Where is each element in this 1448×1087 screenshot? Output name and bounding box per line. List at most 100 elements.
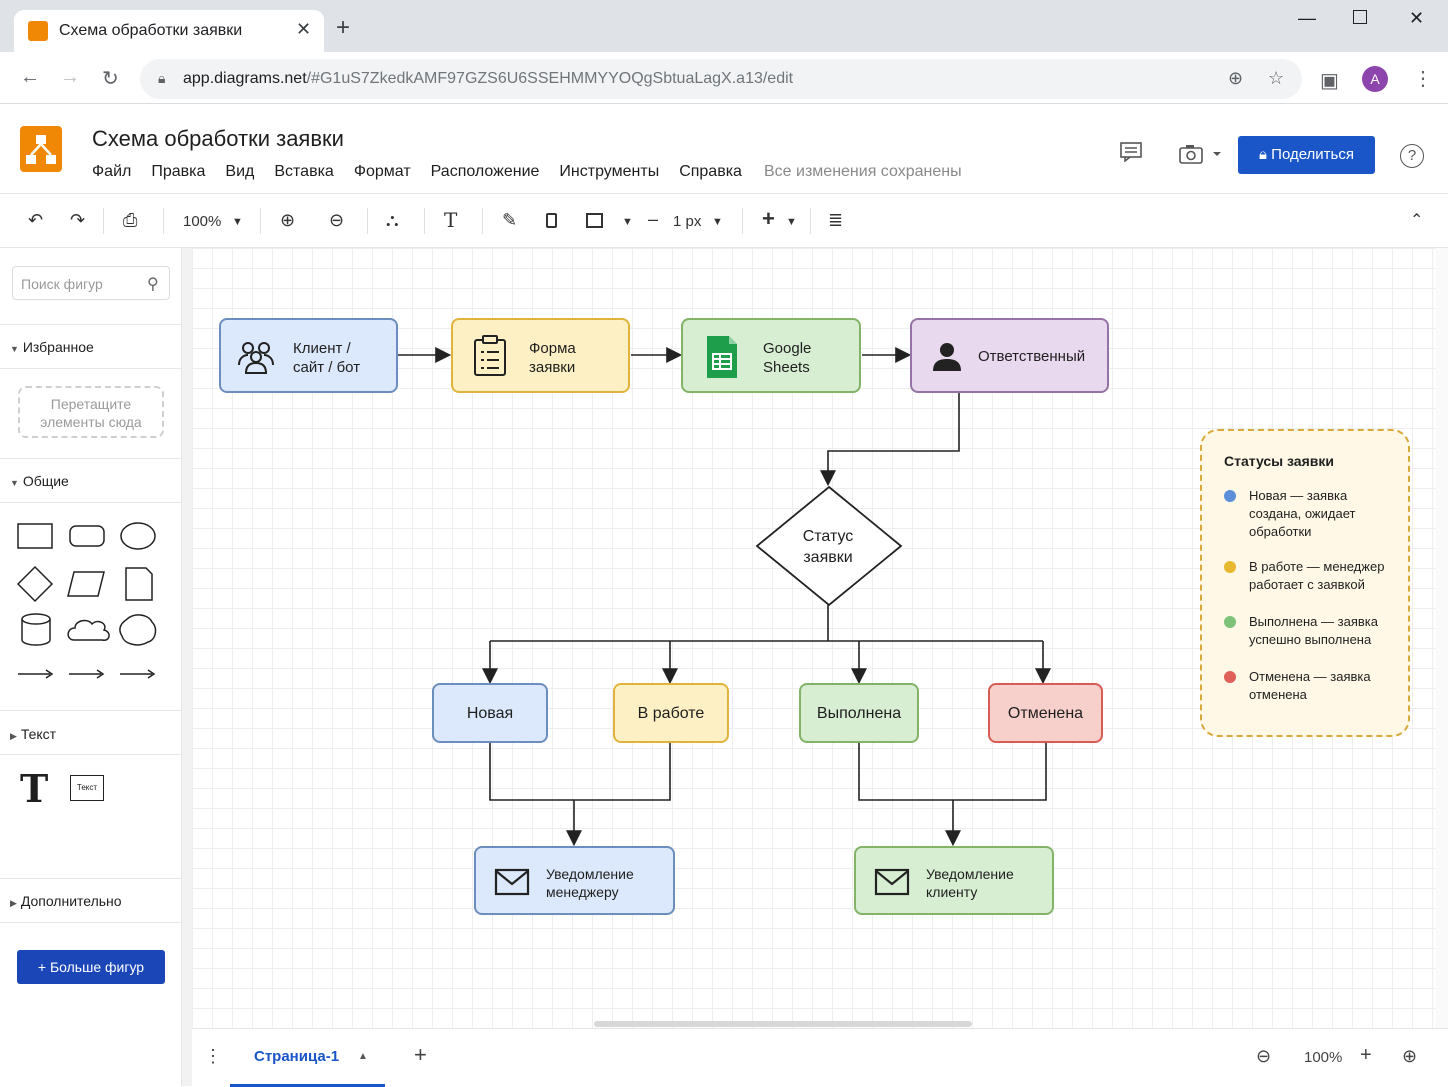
- general-shapes-palette[interactable]: [12, 516, 172, 691]
- zoom-in-icon[interactable]: ⊕: [280, 210, 296, 230]
- text-format-icon[interactable]: T: [444, 208, 458, 232]
- close-tab-icon[interactable]: ✕: [296, 19, 312, 39]
- browser-tabstrip: Схема обработки заявки ✕ + — ✕: [0, 0, 1448, 52]
- extension-icon[interactable]: ▣: [1320, 70, 1339, 92]
- insert-dropdown-icon[interactable]: ▼: [786, 216, 797, 228]
- back-icon[interactable]: ←: [20, 66, 40, 88]
- menu-view[interactable]: Вид: [225, 163, 255, 180]
- status-done[interactable]: Выполнена: [799, 683, 919, 743]
- comments-icon[interactable]: [1120, 142, 1142, 168]
- fill-color-icon[interactable]: ✎: [502, 210, 518, 230]
- line-style-icon[interactable]: –: [648, 209, 659, 229]
- camera-icon[interactable]: [1179, 144, 1223, 170]
- bottom-zoom-level[interactable]: 100%: [1304, 1049, 1343, 1066]
- zoom-out-icon[interactable]: ⊖: [329, 210, 345, 230]
- tab-title: Схема обработки заявки: [59, 22, 243, 39]
- style-icon[interactable]: ⛬: [386, 210, 399, 230]
- legend-dot-yellow: [1224, 561, 1236, 573]
- shape-dropdown-icon[interactable]: ▼: [622, 216, 633, 228]
- more-shapes-button[interactable]: + Больше фигур: [17, 950, 165, 984]
- menu-bar: Файл Правка Вид Вставка Формат Расположе…: [92, 163, 762, 181]
- close-window-icon[interactable]: ✕: [1409, 8, 1425, 28]
- zoom-in-bottom-icon[interactable]: +: [1360, 1044, 1372, 1066]
- browser-menu-icon[interactable]: ⋮: [1413, 68, 1433, 90]
- textbox-shape[interactable]: Текст: [70, 775, 104, 801]
- forward-icon[interactable]: →: [60, 66, 80, 88]
- pages-menu-icon[interactable]: ⋮: [204, 1046, 222, 1066]
- app-header: Схема обработки заявки Файл Правка Вид В…: [0, 104, 1448, 194]
- help-icon[interactable]: ?: [1400, 144, 1424, 168]
- browser-tab[interactable]: Схема обработки заявки ✕: [14, 10, 324, 52]
- section-additional[interactable]: ▶ Дополнительно: [10, 893, 122, 909]
- node-responsible[interactable]: Ответственный: [910, 318, 1109, 393]
- node-client[interactable]: Клиент /сайт / бот: [219, 318, 398, 393]
- status-legend[interactable]: Статусы заявки Новая — заявка создана, о…: [1200, 429, 1410, 737]
- status-new[interactable]: Новая: [432, 683, 548, 743]
- shape-search-input[interactable]: Поиск фигур ⚲: [12, 266, 170, 300]
- line-width-select[interactable]: 1 px: [673, 213, 702, 230]
- share-button[interactable]: 🔒︎ Поделиться: [1238, 136, 1375, 174]
- shadow-icon[interactable]: [586, 213, 603, 228]
- section-favorites[interactable]: ▼ Избранное: [10, 339, 94, 355]
- status-in-progress[interactable]: В работе: [613, 683, 729, 743]
- url-input[interactable]: 🔒︎ app.diagrams.net/#G1uS7ZkedkAMF97GZS6…: [140, 59, 1302, 99]
- horizontal-scrollbar[interactable]: [594, 1021, 972, 1027]
- add-page-icon[interactable]: +: [414, 1042, 427, 1067]
- menu-edit[interactable]: Правка: [151, 163, 206, 180]
- lock-icon: 🔒︎: [158, 70, 166, 86]
- url-text: app.diagrams.net/#G1uS7ZkedkAMF97GZS6U6S…: [183, 70, 794, 87]
- sidebar-splitter[interactable]: [182, 248, 192, 1086]
- print-icon[interactable]: ⎙: [123, 210, 138, 230]
- menu-arrange[interactable]: Расположение: [430, 163, 540, 180]
- legend-dot-red: [1224, 671, 1236, 683]
- zoom-select[interactable]: 100%: [183, 213, 222, 230]
- zoom-out-bottom-icon[interactable]: ⊖: [1256, 1046, 1272, 1066]
- minimize-icon[interactable]: —: [1298, 8, 1316, 28]
- menu-insert[interactable]: Вставка: [274, 163, 334, 180]
- menu-format[interactable]: Формат: [353, 163, 411, 180]
- page-tab-dropdown-icon[interactable]: ▲: [358, 1051, 368, 1062]
- legend-dot-green: [1224, 616, 1236, 628]
- search-icon[interactable]: ⚲: [147, 276, 159, 293]
- menu-extras[interactable]: Инструменты: [559, 163, 660, 180]
- decision-diamond[interactable]: [755, 485, 903, 607]
- collapse-icon[interactable]: ⌃: [1410, 212, 1424, 229]
- line-color-icon[interactable]: [546, 213, 557, 228]
- reload-icon[interactable]: ↻: [102, 68, 119, 90]
- person-icon: [933, 343, 961, 371]
- maximize-icon[interactable]: [1353, 10, 1367, 24]
- status-cancelled[interactable]: Отменена: [988, 683, 1103, 743]
- redo-icon[interactable]: ↷: [70, 210, 86, 230]
- status-in-progress-label: В работе: [637, 705, 705, 722]
- new-tab-button[interactable]: +: [336, 14, 351, 41]
- section-text[interactable]: ▶ Текст: [10, 726, 57, 742]
- vertical-scrollbar[interactable]: [1436, 248, 1448, 1028]
- profile-avatar[interactable]: A: [1362, 66, 1388, 92]
- menu-help[interactable]: Справка: [679, 163, 742, 180]
- page-tab[interactable]: Страница-1 ▲: [230, 1029, 385, 1087]
- document-title[interactable]: Схема обработки заявки: [92, 126, 344, 151]
- section-general[interactable]: ▼ Общие: [10, 473, 69, 489]
- mail-icon: [874, 868, 910, 896]
- zoom-dropdown-icon[interactable]: ▼: [232, 216, 243, 228]
- favorites-dropzone: Перетащите элементы сюда: [18, 386, 164, 438]
- undo-icon[interactable]: ↶: [28, 210, 44, 230]
- google-sheets-icon: [707, 336, 737, 378]
- format-panel-icon[interactable]: ≣: [828, 210, 844, 230]
- menu-file[interactable]: Файл: [92, 163, 132, 180]
- zoom-fit-icon[interactable]: ⊕: [1402, 1046, 1418, 1066]
- zoom-page-icon[interactable]: ⊕: [1228, 68, 1244, 88]
- text-shape-icon[interactable]: T: [20, 766, 49, 811]
- line-width-dropdown-icon[interactable]: ▼: [712, 216, 723, 228]
- bookmark-star-icon[interactable]: ☆: [1268, 68, 1285, 88]
- insert-plus-icon[interactable]: +: [762, 206, 775, 231]
- shapes-sidebar: Поиск фигур ⚲ ▼ Избранное Перетащите эле…: [0, 248, 182, 1086]
